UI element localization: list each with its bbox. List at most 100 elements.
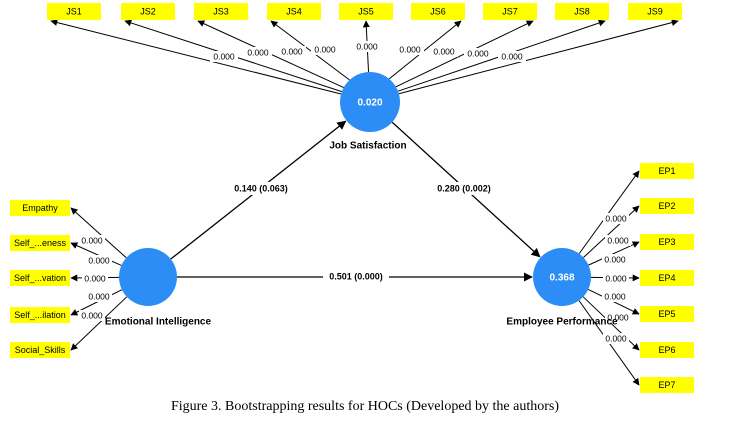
ei-indicator-4-label: Self_...ilation	[14, 310, 66, 320]
ep-indicator-1-weight: 0.000	[605, 213, 627, 223]
ep-indicator-7-label: EP7	[658, 380, 675, 390]
ep-indicator-3-box	[640, 234, 694, 250]
js-indicator-3-label: JS3	[213, 6, 229, 16]
ep-weight-bg	[605, 235, 631, 246]
ep-indicator-6-label: EP6	[658, 345, 675, 355]
ep-indicator-5-weight: 0.000	[604, 291, 626, 301]
employee-performance-r2: 0.368	[549, 273, 574, 284]
ep-indicator-2-weight: 0.000	[607, 235, 629, 245]
ep-indicator-7-weight: 0.000	[605, 333, 627, 343]
js-weight-bg	[210, 51, 238, 62]
js-indicator-7-label: JS7	[502, 6, 518, 16]
employee-performance-circle	[533, 248, 591, 306]
ep-weight-bg	[603, 213, 629, 224]
ei-indicator-4-box	[10, 307, 70, 323]
js-indicator-1-weight: 0.000	[213, 51, 235, 61]
ei-indicator-5-weight: 0.000	[81, 310, 103, 320]
ei-indicator-1-label: Empathy	[22, 203, 58, 213]
js-indicator-9-weight: 0.000	[501, 51, 523, 61]
ep-indicator-4-box	[640, 270, 694, 286]
path-ei-to-ep-coefficient-bg	[323, 270, 389, 283]
ep-indicator-7-box	[640, 377, 694, 393]
js-indicator-6-arrow	[388, 20, 462, 80]
js-indicator-6-box	[411, 3, 465, 20]
ei-weight-bg	[86, 291, 112, 302]
ei-indicator-5-arrow	[70, 296, 128, 351]
js-indicator-3-weight: 0.000	[281, 46, 303, 56]
ep-indicator-4-weight: 0.000	[605, 273, 627, 283]
path-ei-to-js-coefficient: 0.140 (0.063)	[234, 183, 288, 193]
js-indicator-5-box	[339, 3, 393, 20]
js-indicator-9-box	[628, 3, 682, 20]
js-weight-bg	[244, 47, 272, 58]
ei-indicator-5-box	[10, 342, 70, 358]
js-weight-bg	[311, 44, 339, 55]
js-indicator-1-arrow	[50, 19, 342, 95]
ep-indicator-4-label: EP4	[658, 273, 675, 283]
js-indicator-6-weight: 0.000	[399, 44, 421, 54]
js-indicator-8-weight: 0.000	[467, 48, 489, 58]
ei-indicator-5-label: Social_Skills	[15, 345, 66, 355]
ep-indicator-6-box	[640, 342, 694, 358]
emotional-intelligence-circle	[119, 248, 177, 306]
ep-indicator-1-box	[640, 163, 694, 179]
ep-indicator-3-label: EP3	[658, 237, 675, 247]
ep-indicator-2-box	[640, 198, 694, 214]
ei-indicator-3-weight: 0.000	[84, 273, 106, 283]
js-indicator-5-label: JS5	[358, 6, 374, 16]
ei-weight-bg	[86, 255, 112, 266]
ei-indicator-2-box	[10, 235, 70, 251]
js-weight-bg	[430, 46, 458, 57]
js-indicator-8-label: JS8	[574, 6, 590, 16]
ep-weight-bg	[602, 291, 628, 302]
ei-indicator-2-weight: 0.000	[88, 255, 110, 265]
js-indicator-8-box	[555, 3, 609, 20]
emotional-intelligence-label: Emotional Intelligence	[105, 317, 212, 328]
ei-indicator-4-weight: 0.000	[88, 291, 110, 301]
ep-indicator-2-label: EP2	[658, 201, 675, 211]
js-indicator-9-label: JS9	[647, 6, 663, 16]
ei-weight-bg	[82, 273, 108, 284]
ep-indicator-2-arrow	[583, 205, 640, 258]
js-indicator-2-weight: 0.000	[247, 47, 269, 57]
job-satisfaction-circle	[340, 72, 400, 132]
ei-indicator-1-weight: 0.000	[81, 235, 103, 245]
js-indicator-4-box	[267, 3, 321, 20]
ep-weight-bg	[605, 312, 631, 323]
ep-indicator-1-arrow	[578, 170, 640, 254]
js-indicator-9-arrow	[398, 19, 679, 95]
js-weight-bg	[396, 44, 424, 55]
ei-indicator-3-box	[10, 270, 70, 286]
js-indicator-4-label: JS4	[286, 6, 302, 16]
path-ei-to-ep-coefficient: 0.501 (0.000)	[329, 271, 383, 281]
sem-path-diagram: 0.000 0.000 0.000 0.000 0.000 0.000 0.000 0.000…	[10, 3, 694, 393]
ep-weight-bg	[603, 273, 629, 284]
figure-caption: Figure 3. Bootstrapping results for HOCs…	[170, 399, 560, 414]
js-indicator-2-label: JS2	[140, 6, 156, 16]
path-js-to-ep-coefficient-bg	[431, 182, 497, 195]
js-indicator-5-weight: 0.000	[356, 41, 378, 51]
ei-indicator-3-label: Self_...vation	[14, 273, 66, 283]
ep-indicator-6-weight: 0.000	[607, 312, 629, 322]
ei-weight-bg	[79, 310, 105, 321]
js-indicator-2-box	[121, 3, 175, 20]
js-indicator-4-weight: 0.000	[314, 44, 336, 54]
employee-performance-label: Employee Performance	[506, 317, 618, 328]
job-satisfaction-r2: 0.020	[357, 98, 382, 109]
ep-weight-bg	[603, 333, 629, 344]
ep-weight-bg	[602, 254, 628, 265]
js-indicator-1-label: JS1	[66, 6, 82, 16]
ep-indicator-3-weight: 0.000	[604, 254, 626, 264]
ep-indicator-5-label: EP5	[658, 309, 675, 319]
ep-indicator-5-box	[640, 306, 694, 322]
path-ei-to-js-coefficient-bg	[228, 182, 294, 195]
ei-indicator-2-label: Self_...eness	[14, 238, 67, 248]
js-weight-bg	[278, 46, 306, 57]
path-js-to-ep-coefficient: 0.280 (0.002)	[437, 183, 491, 193]
job-satisfaction-label: Job Satisfaction	[329, 141, 406, 152]
js-indicator-6-label: JS6	[430, 6, 446, 16]
js-weight-bg	[353, 41, 381, 52]
ep-indicator-1-label: EP1	[658, 166, 675, 176]
js-indicator-3-box	[194, 3, 248, 20]
ei-indicator-2-arrow	[70, 242, 122, 266]
